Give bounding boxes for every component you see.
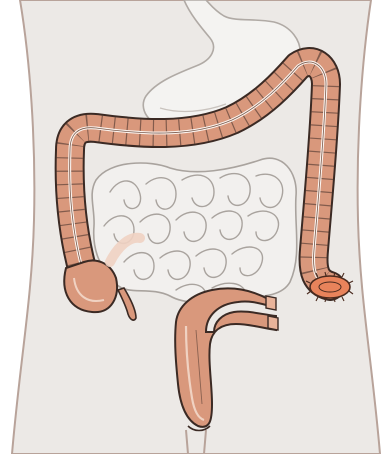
small-intestine-icon (92, 158, 297, 302)
